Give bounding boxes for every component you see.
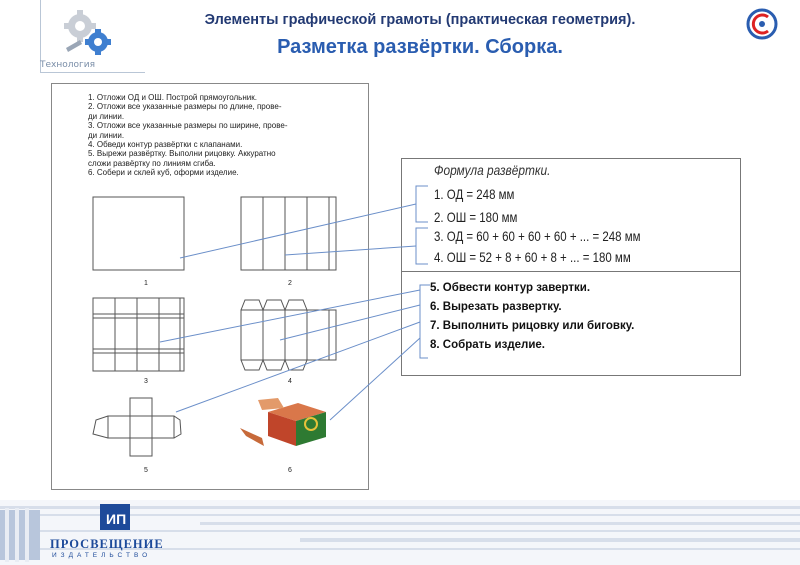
- header-frame-line: [40, 72, 145, 73]
- svg-text:ИП: ИП: [106, 511, 126, 527]
- publisher-logo-text: ПРОСВЕЩЕНИЕ: [50, 537, 164, 551]
- connector-line: [279, 304, 421, 341]
- formula-line: 3. ОД = 60 + 60 + 60 + 60 + ... = 248 мм: [434, 228, 641, 244]
- figures-layer: 1 2 3 4 5 6: [92, 196, 337, 474]
- page-title: Элементы графической грамоты (практическ…: [204, 12, 636, 28]
- step-item: 5. Обвести контур завертки.: [430, 282, 591, 294]
- instruction-line: 6. Собери и склей куб, оформи изделие.: [88, 168, 239, 178]
- figure-number: 3: [144, 378, 148, 385]
- figure-number: 1: [144, 280, 148, 287]
- step-item: 8. Собрать изделие.: [430, 339, 545, 351]
- page-subtitle: Разметка развёртки. Сборка.: [277, 36, 563, 58]
- instruction-line: 1. Отложи ОД и ОШ. Построй прямоугольник…: [88, 93, 257, 102]
- step-item: 6. Вырезать развертку.: [430, 301, 562, 313]
- figure-3-grid: [92, 297, 185, 372]
- step-item: 7. Выполнить рицовку или биговку.: [430, 320, 635, 332]
- connector-line: [329, 337, 421, 421]
- bracket: [419, 284, 430, 359]
- figure-number: 2: [288, 280, 292, 287]
- instruction-line: ди линии.: [88, 130, 125, 140]
- figure-4-flaps: [240, 299, 337, 371]
- circle-logo-icon: [746, 8, 778, 40]
- figure-number: 6: [288, 467, 292, 474]
- bracket: [415, 185, 428, 223]
- instructions-list: 1. Отложи ОД и ОШ. Построй прямоугольник…: [88, 93, 358, 178]
- instruction-line: сложи развёртку по линиям сгиба.: [88, 158, 216, 168]
- header-frame-line: [40, 0, 41, 72]
- formula-line: 1. ОД = 248 мм: [434, 186, 515, 202]
- footer-decoration: ИП: [0, 500, 800, 565]
- figure-5-net: [92, 397, 182, 457]
- instruction-line: 3. Отложи все указанные размеры по ширин…: [88, 121, 288, 131]
- connector-line: [159, 289, 421, 343]
- formula-box: [401, 158, 741, 273]
- figure-number: 5: [144, 467, 148, 474]
- bracket: [415, 227, 428, 265]
- connector-line: [179, 203, 417, 259]
- instruction-line: ди линии.: [88, 111, 125, 121]
- steps-box: [401, 271, 741, 376]
- instruction-line: 4. Обведи контур развёртки с клапанами.: [88, 140, 243, 150]
- instruction-line: 2. Отложи все указанные размеры по длине…: [88, 102, 282, 112]
- connector-layer: [159, 185, 430, 421]
- figure-6-box: [240, 398, 326, 446]
- connector-line: [175, 321, 421, 413]
- figure-1-rectangle: [92, 196, 185, 271]
- publisher-subtitle: ИЗДАТЕЛЬСТВО: [52, 552, 152, 559]
- formula-title: Формула развёртки.: [434, 162, 551, 178]
- formula-line: 2. ОШ = 180 мм: [434, 209, 518, 225]
- gears-icon: [64, 10, 111, 55]
- instruction-line: 5. Вырежи развёртку. Выполни рицовку. Ак…: [88, 149, 276, 159]
- formula-line: 4. ОШ = 52 + 8 + 60 + 8 + ... = 180 мм: [434, 249, 631, 265]
- connector-line: [284, 245, 417, 256]
- section-label: Технология: [40, 60, 96, 70]
- figure-number: 4: [288, 378, 292, 385]
